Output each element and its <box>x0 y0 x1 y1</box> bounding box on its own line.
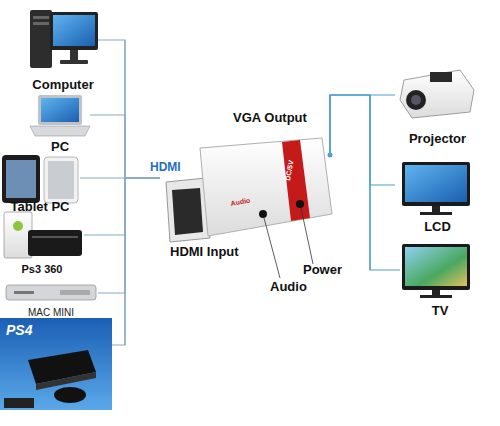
port-label: VGA Output <box>233 110 307 125</box>
adapter-illustration <box>166 138 333 278</box>
computer-icon <box>30 10 98 68</box>
device-caption: Ps3 360 <box>0 263 94 275</box>
device-text: PS4 <box>6 322 32 338</box>
device-caption: Computer <box>18 77 108 92</box>
port-label: HDMI <box>150 160 181 174</box>
adapter-node: Audio DC/5V <box>160 128 330 246</box>
cable-connector <box>84 178 160 235</box>
cable-connector <box>330 95 395 155</box>
tablet-icon <box>2 155 78 203</box>
device-node: TV <box>400 240 480 318</box>
tv-icon <box>402 244 470 298</box>
cable-connector <box>80 177 160 178</box>
ps4-box <box>0 318 112 410</box>
cable-connector <box>98 178 160 293</box>
device-text: DC/5V <box>284 160 294 182</box>
cable-connector <box>98 40 160 178</box>
port-label: Power <box>303 262 342 277</box>
cable-connector <box>330 95 400 270</box>
device-caption: Tablet PC <box>0 199 90 214</box>
cable-connector <box>90 115 160 178</box>
mac-mini-icon <box>6 285 96 300</box>
console-icon <box>4 212 82 258</box>
cable-connector <box>112 178 160 345</box>
port-label: Audio <box>270 279 307 294</box>
cable-connector <box>330 95 395 185</box>
device-node: Projector <box>395 62 480 146</box>
device-node: Computer <box>28 4 98 92</box>
device-caption: Projector <box>385 131 490 146</box>
port-label: HDMI Input <box>170 244 239 259</box>
device-node: Ps3 360 <box>0 208 84 275</box>
device-caption: LCD <box>385 219 490 234</box>
device-node: PC <box>30 92 90 154</box>
device-node: Tablet PC <box>0 152 80 214</box>
laptop-icon <box>30 95 90 136</box>
device-node: MAC MINI <box>4 282 98 318</box>
device-text: Audio <box>230 197 251 207</box>
projector-icon <box>400 70 474 118</box>
device-caption: TV <box>390 303 490 318</box>
lcd-icon <box>402 162 470 215</box>
device-caption: PC <box>20 139 100 154</box>
device-node: LCD <box>395 158 480 234</box>
device-node: PS4 <box>0 318 112 410</box>
device-caption: MAC MINI <box>0 307 108 318</box>
